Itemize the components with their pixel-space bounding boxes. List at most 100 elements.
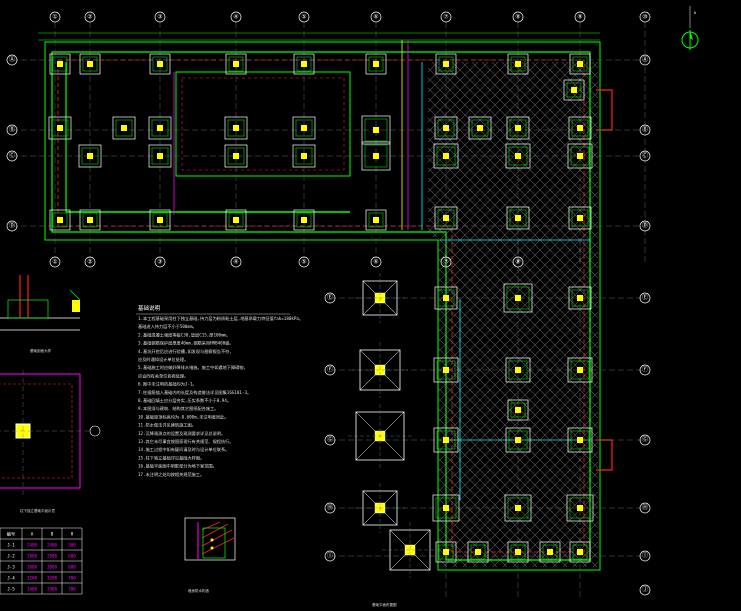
notes-line: 11.防水做法详见建筑施工图。: [138, 422, 196, 429]
footing: [149, 53, 171, 75]
north-label: N: [694, 11, 696, 15]
svg-text:Ⓙ: Ⓙ: [642, 586, 648, 594]
footing: [506, 116, 530, 140]
grid-bubble-bottom-3: ③: [154, 256, 166, 268]
notes-line: 6.图中未注明的基础均为J-1。: [138, 381, 197, 388]
grid-bubble-mid-3: Ⓖ: [324, 434, 336, 446]
svg-text:⑤: ⑤: [301, 259, 306, 266]
notes-line: 13.其它未尽事宜按国家现行有关规范、规程执行。: [138, 438, 234, 445]
svg-text:Ⓑ: Ⓑ: [642, 126, 648, 134]
notes-line: 应会同有关单位协商处理。: [138, 372, 188, 379]
notes-line: 4.基坑开挖后应进行验槽,如发现与勘察报告不符,: [138, 348, 232, 355]
footing: [507, 53, 529, 75]
svg-text:⑩: ⑩: [642, 14, 647, 21]
footing: [433, 357, 459, 383]
grid-bubble-right-6: Ⓕ: [639, 364, 651, 376]
footing: [563, 79, 585, 101]
svg-text:Ⓘ: Ⓘ: [642, 552, 648, 560]
footing: [503, 283, 533, 313]
notes-line: 7.柱插筋锚入基础内的长度及构造做法详见图集16G101-3。: [138, 389, 251, 396]
footing: [149, 209, 171, 231]
footing: [539, 541, 561, 563]
table-cell: J-3: [7, 565, 15, 570]
svg-text:Ⓖ: Ⓖ: [642, 436, 648, 444]
footing: [433, 143, 459, 169]
table-cell: 700: [68, 587, 76, 592]
table-cell: 3000: [47, 565, 58, 570]
grid-bubble-bottom-6: ⑥: [370, 256, 382, 268]
footing: [79, 209, 101, 231]
table-cell: 2800: [47, 554, 58, 559]
svg-text:Ⓓ: Ⓓ: [9, 222, 15, 230]
footing: [49, 209, 71, 231]
wall-detail-caption: 墙身防水构造: [188, 588, 209, 593]
footing: [569, 541, 591, 563]
svg-text:⑧: ⑧: [515, 14, 520, 21]
footing: [112, 116, 136, 140]
grid-bubble-top-6: ⑥: [370, 11, 382, 23]
svg-text:⑦: ⑦: [443, 259, 448, 266]
grid-bubble-right-3: Ⓒ: [639, 150, 651, 162]
footing-markers: [48, 53, 594, 563]
notes-line: 15.柱下独立基础详见基础大样图。: [138, 454, 204, 461]
grid-bubble-top-4: ④: [230, 11, 242, 23]
table-cell: 500: [68, 543, 76, 548]
footing: [432, 494, 460, 522]
footing: [567, 427, 593, 453]
table-cell: J-4: [7, 576, 15, 581]
table-cell: 3400: [47, 587, 58, 592]
footing-detail: [355, 483, 405, 533]
footing-detail: [355, 273, 405, 323]
footing: [434, 286, 458, 310]
footing: [365, 209, 387, 231]
grid-bubble-bottom-7: ⑦: [440, 256, 452, 268]
grid-bubble-mid-4: Ⓗ: [324, 502, 336, 514]
footing: [567, 143, 593, 169]
svg-text:Ⓕ: Ⓕ: [642, 366, 648, 374]
table-header-cell: A: [31, 532, 34, 537]
footing: [49, 53, 71, 75]
top-dimension-lines: [38, 32, 600, 41]
grid-bubble-right-8: Ⓗ: [639, 502, 651, 514]
footing: [507, 399, 529, 421]
grid-bubble-bottom-5: ⑤: [298, 256, 310, 268]
table-cell: J-2: [7, 554, 15, 559]
grid-bubble-mid-2: Ⓕ: [324, 364, 336, 376]
table-header-cell: B: [51, 532, 54, 537]
svg-text:③: ③: [157, 14, 162, 21]
svg-text:Ⓔ: Ⓔ: [327, 294, 333, 302]
svg-text:⑦: ⑦: [443, 14, 448, 21]
notes-line: 1.本工程基础采用柱下独立基础,持力层为粉质粘土层,地基承载力特征值fak=18…: [138, 315, 303, 322]
grid-bubble-top-3: ③: [154, 11, 166, 23]
svg-text:⑥: ⑥: [373, 259, 378, 266]
footing: [434, 116, 458, 140]
footing: [225, 209, 247, 231]
footing-detail: [352, 342, 408, 398]
footing: [567, 357, 593, 383]
table-cell: J-5: [7, 587, 15, 592]
table-cell: 3000: [27, 565, 38, 570]
table-cell: 3200: [27, 576, 38, 581]
svg-text:Ⓗ: Ⓗ: [642, 504, 648, 512]
table-header-cell: H: [71, 532, 74, 537]
footing: [78, 144, 102, 168]
footing: [566, 494, 594, 522]
svg-text:③: ③: [157, 259, 162, 266]
notes-line: 9.本图须与建筑、结构其它图纸配合施工。: [138, 405, 218, 412]
svg-text:④: ④: [233, 14, 238, 21]
svg-text:Ⓒ: Ⓒ: [9, 152, 15, 160]
svg-text:②: ②: [87, 14, 92, 21]
footing: [434, 206, 458, 230]
footing: [505, 143, 531, 169]
footing: [568, 116, 592, 140]
footing: [293, 209, 315, 231]
footing-detail: [382, 522, 438, 578]
svg-text:④: ④: [233, 259, 238, 266]
design-notes: 基础说明 1.本工程基础采用柱下独立基础,持力层为粉质粘土层,地基承载力特征值f…: [136, 304, 303, 478]
footing: [468, 116, 492, 140]
grid-bubble-bottom-8: ⑧: [512, 256, 524, 268]
table-cell: 600: [68, 554, 76, 559]
